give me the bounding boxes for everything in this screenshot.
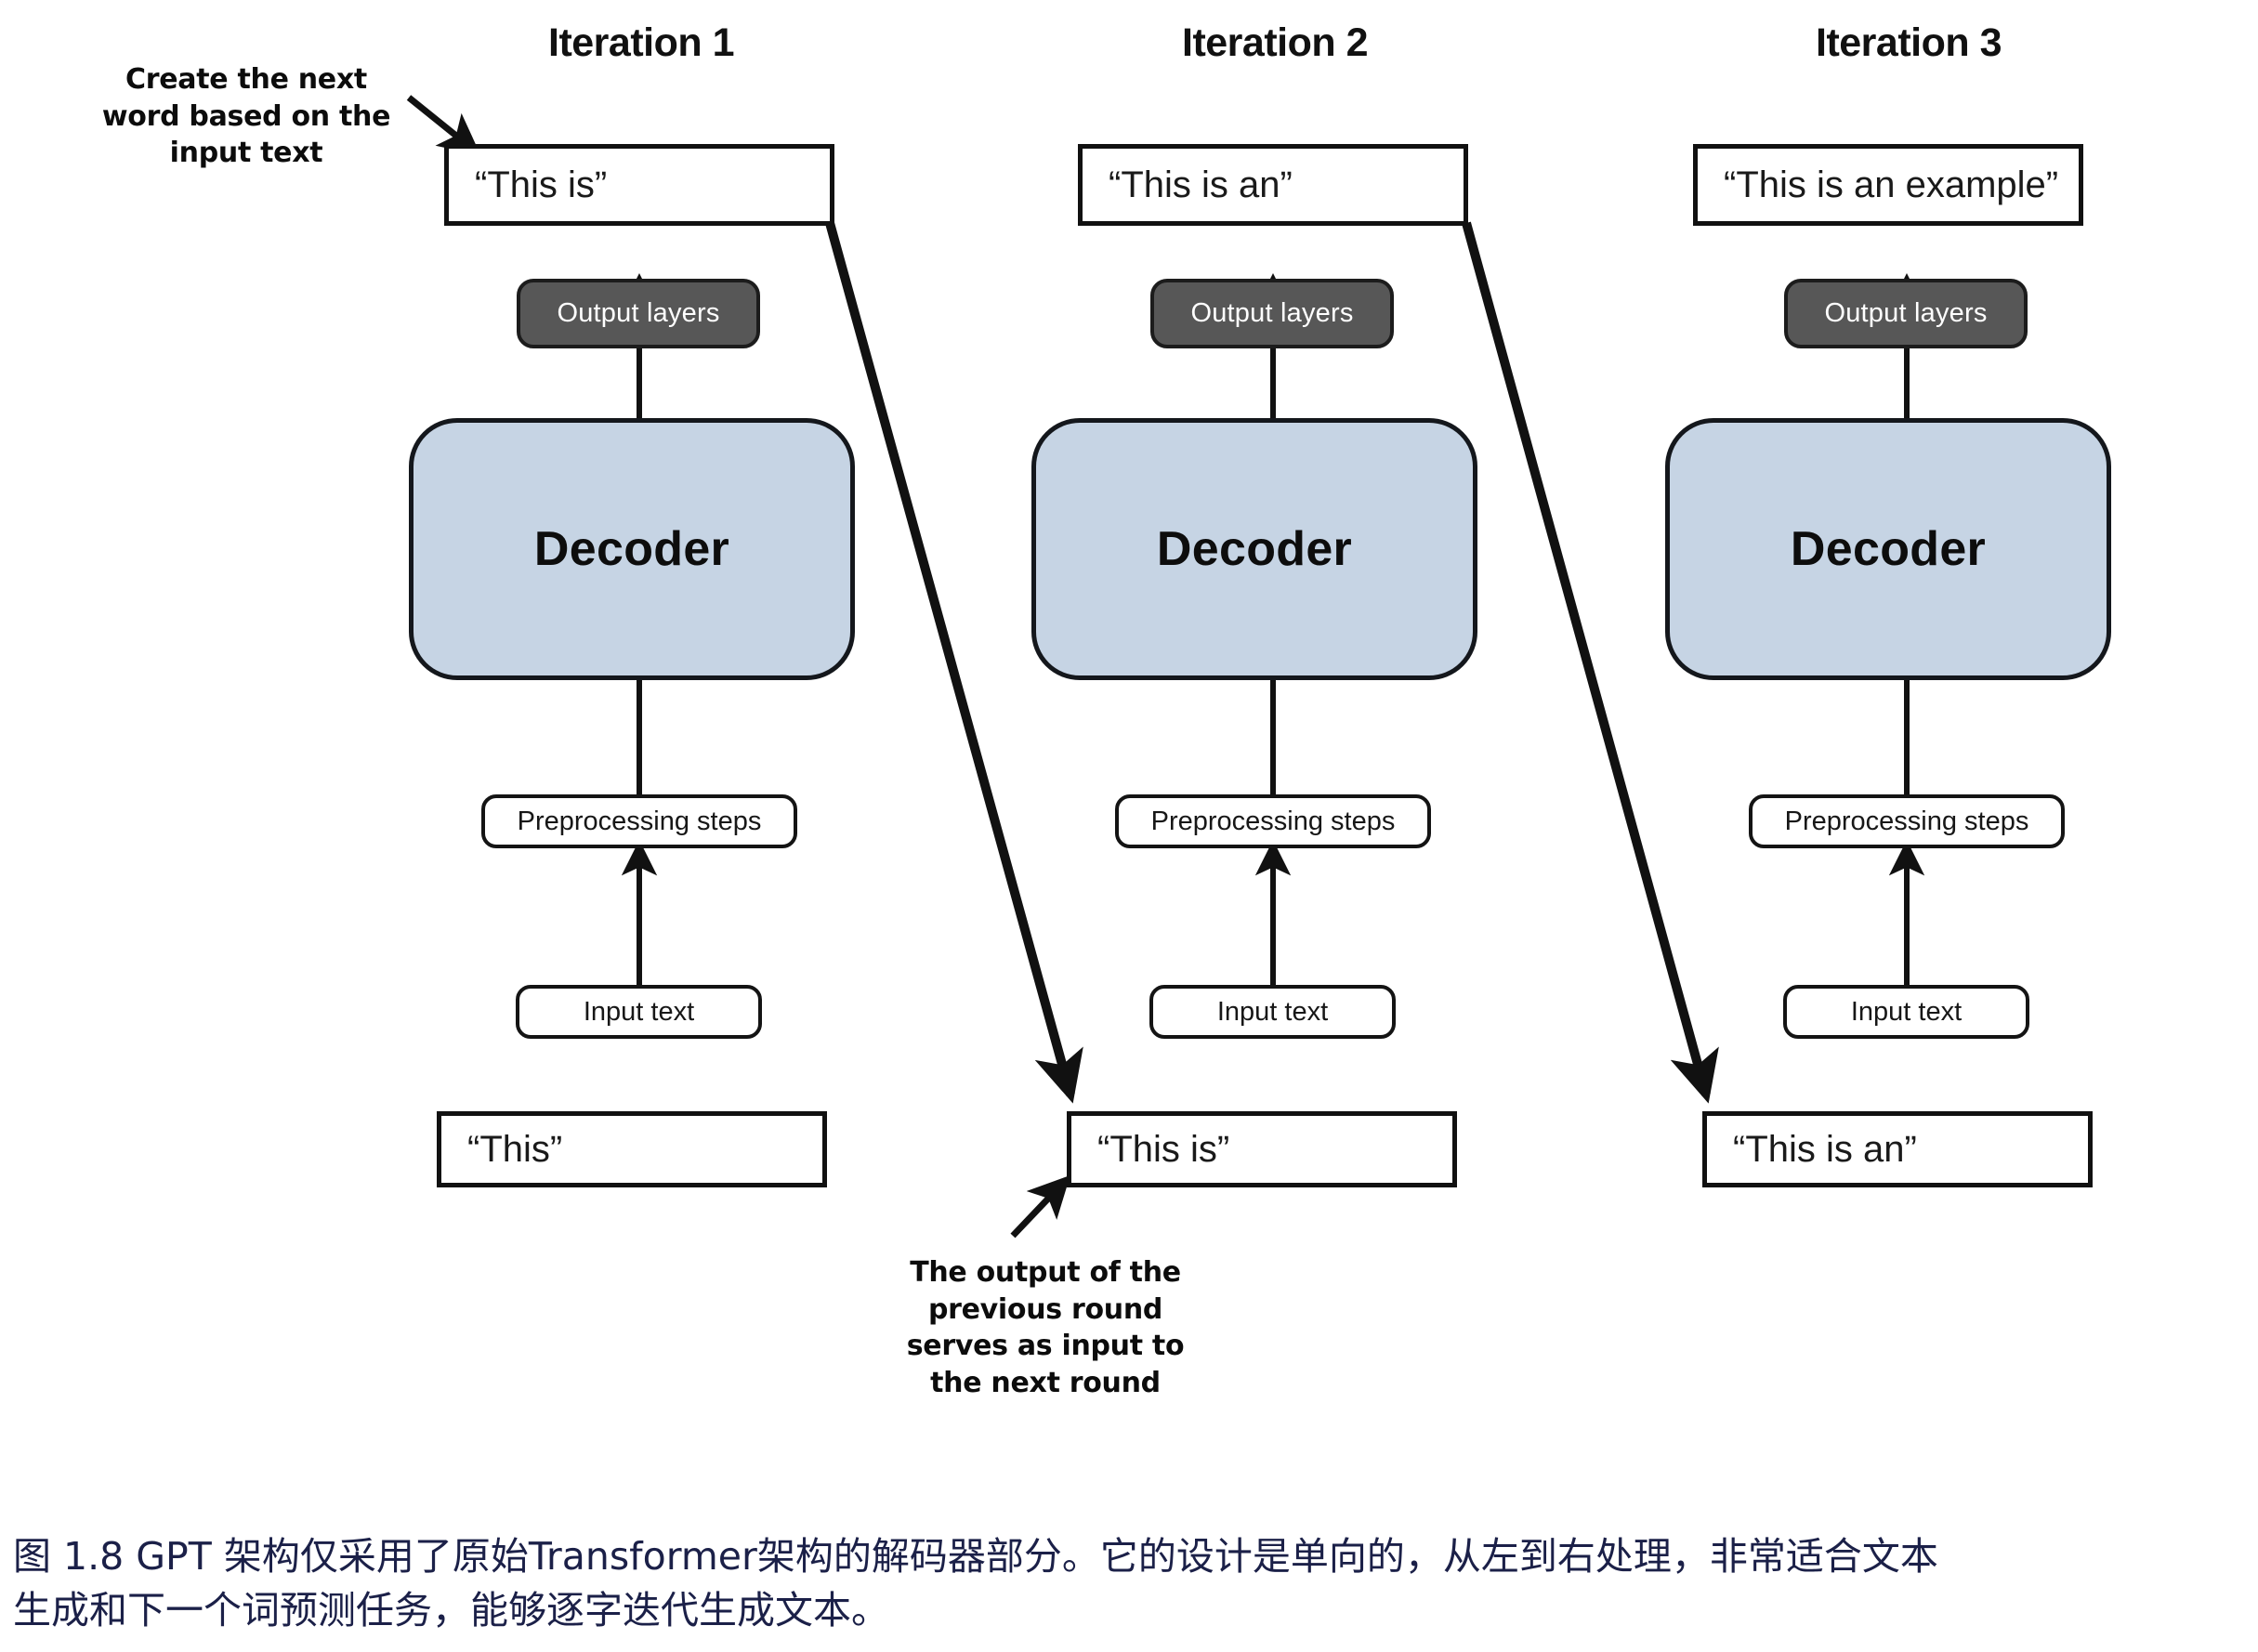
decoder-box-iteration-1: Decoder [409, 418, 855, 680]
annotation-create-next-word: Create the next word based on the input … [101, 63, 391, 170]
input-sentence-box-iteration-3: “This is an” [1702, 1111, 2093, 1187]
input-text-box-iteration-1: Input text [516, 985, 762, 1039]
output-layers-box-iteration-3: Output layers [1784, 279, 2028, 348]
input-sentence-box-iteration-2: “This is” [1067, 1111, 1457, 1187]
carryover-arrow-1to2 [825, 221, 1083, 1104]
preprocessing-steps-box-iteration-1: Preprocessing steps [481, 794, 797, 848]
column-title-iteration-1: Iteration 1 [548, 20, 735, 65]
annotation-output-previous-round: The output of the previous round serves … [906, 1256, 1185, 1399]
input-text-box-iteration-3: Input text [1783, 985, 2029, 1039]
input-text-box-iteration-2: Input text [1149, 985, 1396, 1039]
output-sentence-box-iteration-3: “This is an example” [1693, 144, 2083, 226]
output-layers-box-iteration-2: Output layers [1150, 279, 1394, 348]
column-title-iteration-3: Iteration 3 [1816, 20, 2002, 65]
output-sentence-box-iteration-1: “This is” [444, 144, 834, 226]
carryover-arrow-2to3 [1462, 221, 1719, 1104]
figure-caption: 图 1.8 GPT 架构仅采用了原始Transformer架构的解码器部分。它的… [13, 1534, 1938, 1633]
annotation-leader-bottom [1010, 1174, 1070, 1239]
preprocessing-steps-box-iteration-3: Preprocessing steps [1749, 794, 2065, 848]
preprocessing-steps-box-iteration-2: Preprocessing steps [1115, 794, 1431, 848]
output-sentence-box-iteration-2: “This is an” [1078, 144, 1468, 226]
output-layers-box-iteration-1: Output layers [517, 279, 760, 348]
decoder-box-iteration-3: Decoder [1665, 418, 2111, 680]
column-title-iteration-2: Iteration 2 [1182, 20, 1369, 65]
decoder-box-iteration-2: Decoder [1031, 418, 1477, 680]
input-sentence-box-iteration-1: “This” [437, 1111, 827, 1187]
